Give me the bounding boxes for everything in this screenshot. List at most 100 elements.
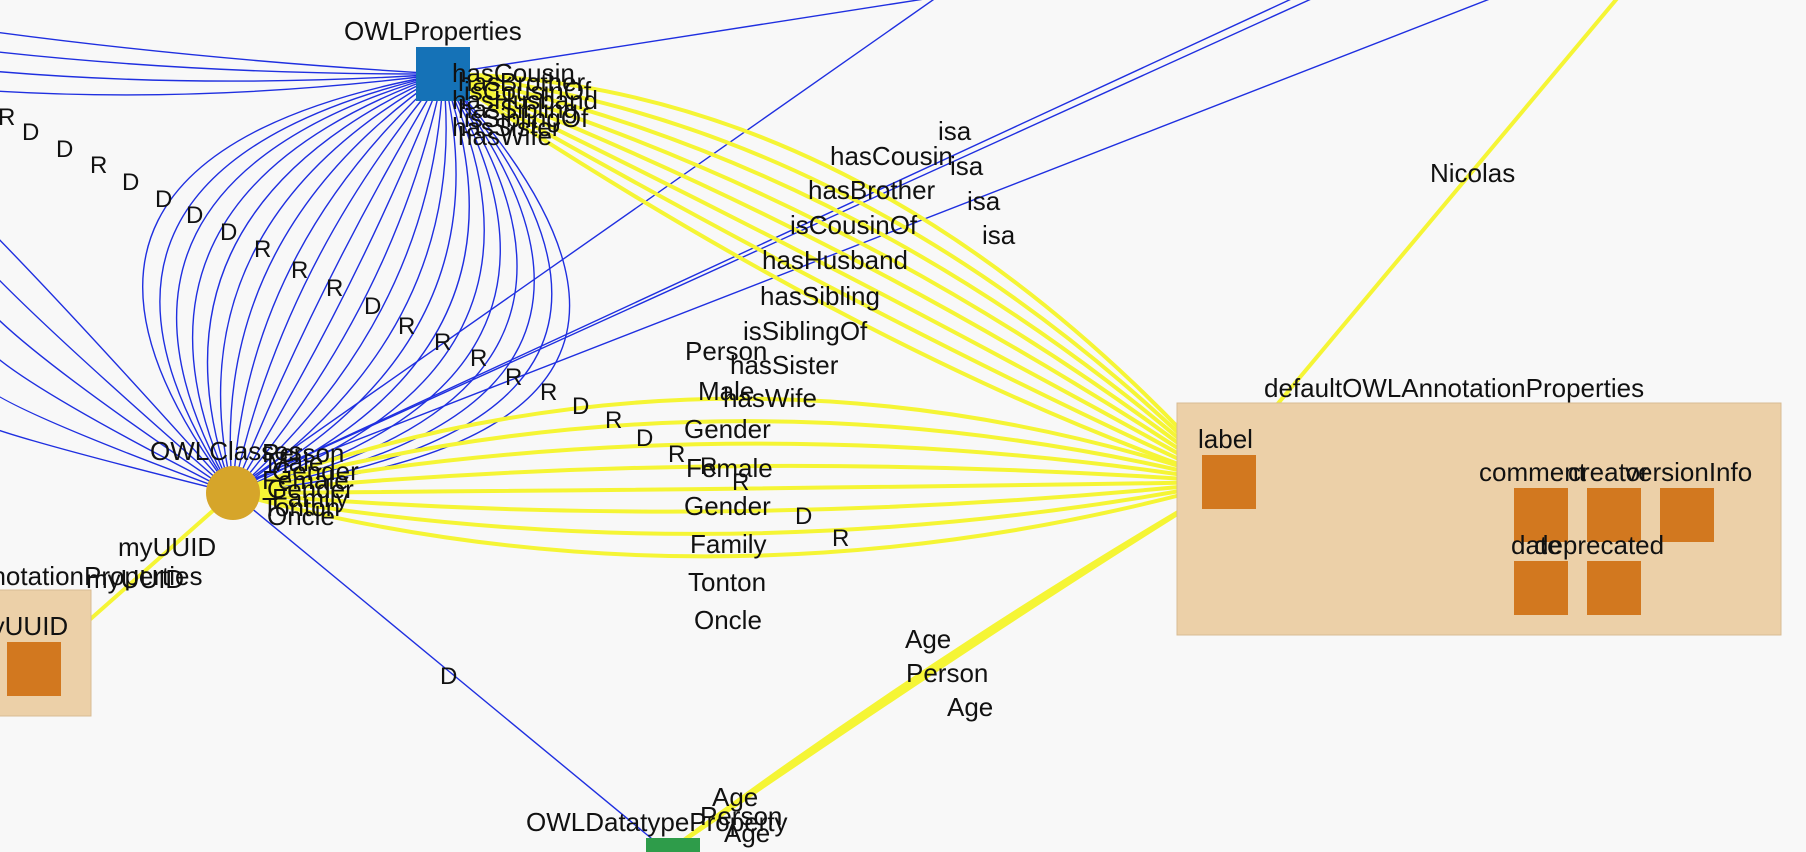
- label-node[interactable]: [1202, 455, 1256, 509]
- creator-node[interactable]: [1587, 488, 1641, 542]
- property-label-edge[interactable]: [442, 72, 1230, 484]
- nicolas-edge[interactable]: [1227, 0, 1620, 464]
- domain-range-edge[interactable]: [219, 73, 444, 494]
- property-stack-label: hasSibling: [458, 94, 578, 124]
- property-stack-label: hasSister: [452, 112, 561, 142]
- uuid-node[interactable]: [7, 642, 61, 696]
- version-info-node[interactable]: [1660, 488, 1714, 542]
- range-domain-label: R: [732, 469, 749, 496]
- range-domain-label: R: [700, 453, 717, 480]
- domain-range-edge[interactable]: [232, 73, 444, 494]
- datatype-stack-label: Person: [700, 801, 782, 831]
- domain-range-edge[interactable]: [232, 73, 444, 494]
- property-label-edge[interactable]: [442, 72, 1231, 484]
- domain-range-edge[interactable]: [229, 73, 444, 494]
- class-edge-label: Oncle: [694, 605, 762, 635]
- class-label-edge[interactable]: [232, 441, 1230, 495]
- offscreen-edge[interactable]: [0, 73, 444, 96]
- owl-classes-node[interactable]: [206, 466, 260, 520]
- datatype-domain-edge[interactable]: [232, 492, 664, 849]
- property-stack-label: isSiblingOf: [464, 103, 589, 133]
- range-domain-label: R: [291, 257, 308, 284]
- property-edge-label: isSiblingOf: [743, 316, 868, 346]
- isa-edge[interactable]: [240, 0, 1300, 486]
- domain-range-edge[interactable]: [232, 73, 444, 494]
- label-node-label: label: [1198, 424, 1253, 454]
- class-edge-label: Female: [686, 453, 773, 483]
- domain-range-edge[interactable]: [191, 73, 444, 494]
- isa-edge[interactable]: [240, 0, 1500, 486]
- class-label-edge[interactable]: [232, 463, 1230, 495]
- range-domain-label: D: [122, 169, 139, 196]
- domain-range-edge[interactable]: [232, 73, 457, 494]
- class-stack-label: Gender: [267, 474, 354, 504]
- domain-range-edge[interactable]: [232, 73, 444, 494]
- deprecated-node[interactable]: [1587, 561, 1641, 615]
- uuid-edge-label: myUUID: [86, 564, 184, 594]
- offscreen-edge[interactable]: [0, 340, 234, 494]
- domain-range-edge[interactable]: [232, 73, 444, 494]
- class-stack-label: Oncle: [267, 501, 335, 531]
- property-stack-label: hasBrother: [458, 67, 586, 97]
- owl-properties-node[interactable]: [416, 47, 470, 101]
- property-label-edge[interactable]: [442, 72, 1231, 484]
- uuid-node-label: myUUID: [0, 611, 68, 641]
- class-edge-label: Gender: [684, 414, 771, 444]
- class-stack-label: Family: [272, 483, 349, 513]
- offscreen-edge[interactable]: [0, 70, 444, 82]
- offscreen-edge[interactable]: [0, 30, 444, 75]
- offscreen-edge[interactable]: [0, 220, 234, 494]
- datatype-label-edge[interactable]: [671, 480, 1231, 850]
- property-edge-label: hasHusband: [762, 245, 908, 275]
- offscreen-edge[interactable]: [0, 420, 234, 494]
- class-label-edge[interactable]: [232, 396, 1230, 495]
- range-domain-label: D: [795, 503, 812, 530]
- isa-edge[interactable]: [442, 0, 950, 75]
- offscreen-edge[interactable]: [0, 300, 234, 494]
- property-edge-label: hasWife: [723, 383, 817, 413]
- property-label-edge[interactable]: [442, 72, 1230, 484]
- class-label-edge[interactable]: [232, 419, 1230, 495]
- creator-node-label: creator: [1568, 457, 1649, 487]
- domain-range-edge[interactable]: [159, 73, 444, 494]
- class-label-edge[interactable]: [232, 480, 1230, 559]
- owl-datatype-property-node-label: OWLDatatypeProperty: [526, 807, 788, 837]
- class-edge-label: Male: [698, 376, 754, 406]
- owl-datatype-property-node[interactable]: [646, 838, 700, 852]
- domain-range-edge[interactable]: [232, 73, 518, 494]
- range-domain-label: D: [56, 136, 73, 163]
- offscreen-edge[interactable]: [0, 50, 444, 75]
- domain-range-edge[interactable]: [206, 73, 444, 494]
- comment-node-label: comment: [1479, 457, 1587, 487]
- isa-edge[interactable]: [240, 0, 940, 486]
- domain-range-edge[interactable]: [141, 73, 444, 494]
- property-edge-label: hasCousin: [830, 141, 953, 171]
- domain-range-edge[interactable]: [232, 73, 444, 494]
- datatype-domain-label: D: [440, 663, 457, 690]
- domain-range-edge[interactable]: [232, 73, 485, 494]
- owl-classes-node-label: OWLClasses: [150, 436, 302, 466]
- property-stack-label: isCousinOf: [464, 76, 592, 106]
- class-label-edge[interactable]: [232, 480, 1230, 514]
- date-node[interactable]: [1514, 561, 1568, 615]
- range-domain-label: D: [364, 293, 381, 320]
- property-stack-label: hasWife: [458, 121, 552, 151]
- domain-range-edge[interactable]: [232, 73, 553, 494]
- range-domain-label: R: [326, 275, 343, 302]
- property-label-edge[interactable]: [441, 72, 1230, 484]
- class-label-edge[interactable]: [232, 480, 1230, 536]
- domain-range-edge[interactable]: [175, 73, 444, 494]
- class-stack-label: Female: [262, 465, 349, 495]
- datatype-edge-label: Age: [947, 692, 993, 722]
- property-label-edge[interactable]: [442, 72, 1231, 484]
- comment-node[interactable]: [1514, 488, 1568, 542]
- range-domain-label: R: [605, 407, 622, 434]
- range-domain-label: D: [22, 119, 39, 146]
- offscreen-edge[interactable]: [0, 260, 234, 494]
- class-label-edge[interactable]: [232, 480, 1230, 495]
- property-label-edge[interactable]: [442, 72, 1231, 484]
- domain-range-edge[interactable]: [232, 73, 447, 494]
- property-label-edge[interactable]: [442, 72, 1231, 484]
- offscreen-edge[interactable]: [0, 380, 234, 494]
